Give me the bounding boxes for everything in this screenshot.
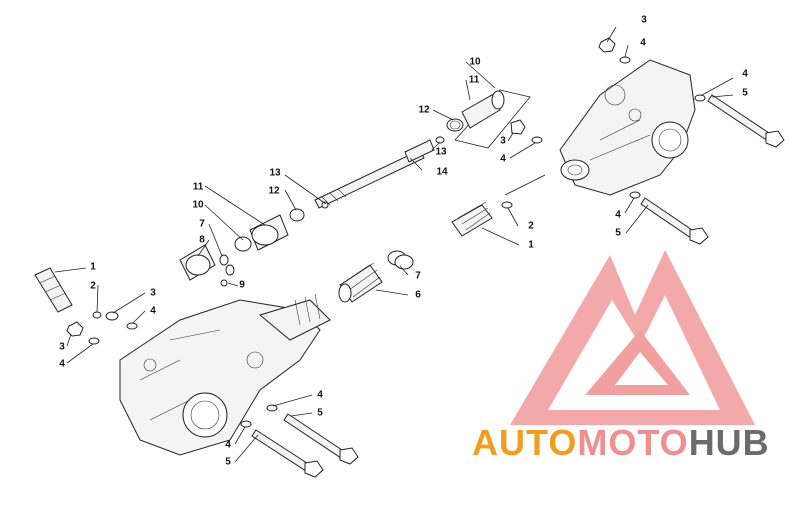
callout-label: 6 bbox=[415, 290, 421, 301]
callout-label: 3 bbox=[500, 136, 506, 147]
callout-label: 1 bbox=[90, 262, 96, 273]
center-driveshaft bbox=[179, 90, 505, 303]
callout-label: 5 bbox=[225, 457, 231, 468]
callout-label: 9 bbox=[239, 280, 245, 291]
callout-label: 4 bbox=[500, 154, 506, 165]
rear-hardware bbox=[34, 267, 359, 478]
callout-label: 7 bbox=[199, 219, 205, 230]
callout-label: 14 bbox=[436, 167, 448, 178]
watermark-word-moto: MOTO bbox=[577, 422, 688, 463]
callout-label: 12 bbox=[418, 105, 430, 116]
callout-label: 5 bbox=[742, 88, 748, 99]
callout-label: 2 bbox=[90, 281, 96, 292]
callout-label: 10 bbox=[469, 57, 481, 68]
callout-label: 13 bbox=[269, 168, 281, 179]
watermark-text: AUTOMOTOHUB bbox=[472, 422, 770, 463]
callout-label: 7 bbox=[415, 271, 421, 282]
callout-label: 2 bbox=[528, 221, 534, 232]
callout-label: 5 bbox=[615, 228, 621, 239]
logo-triangle-hole bbox=[615, 352, 668, 385]
callout-label: 3 bbox=[59, 342, 65, 353]
callout-label: 4 bbox=[615, 210, 621, 221]
watermark-word-hub: HUB bbox=[689, 422, 770, 463]
leader-lines bbox=[54, 26, 734, 463]
callout-label: 5 bbox=[317, 408, 323, 419]
callout-label: 4 bbox=[225, 440, 231, 451]
rear-gearcase bbox=[119, 293, 331, 456]
callout-numbers: 3 4 4 5 10 11 12 13 14 3 4 2 1 4 5 13 12… bbox=[59, 15, 748, 468]
callout-label: 3 bbox=[641, 15, 647, 26]
callout-label: 11 bbox=[469, 75, 480, 86]
callout-label: 3 bbox=[150, 288, 156, 299]
callout-label: 11 bbox=[193, 182, 204, 193]
callout-label: 13 bbox=[435, 147, 447, 158]
callout-label: 8 bbox=[199, 235, 205, 246]
callout-label: 4 bbox=[59, 359, 65, 370]
front-gearcase bbox=[559, 59, 696, 196]
callout-label: 10 bbox=[192, 200, 204, 211]
watermark-logo bbox=[510, 250, 755, 425]
front-hardware bbox=[451, 37, 785, 245]
callout-label: 4 bbox=[150, 306, 156, 317]
callout-label: 4 bbox=[742, 69, 748, 80]
callout-label: 4 bbox=[317, 390, 323, 401]
callout-label: 1 bbox=[528, 240, 534, 251]
callout-label: 4 bbox=[640, 38, 646, 49]
watermark-word-auto: AUTO bbox=[472, 422, 577, 463]
callout-label: 12 bbox=[268, 186, 280, 197]
